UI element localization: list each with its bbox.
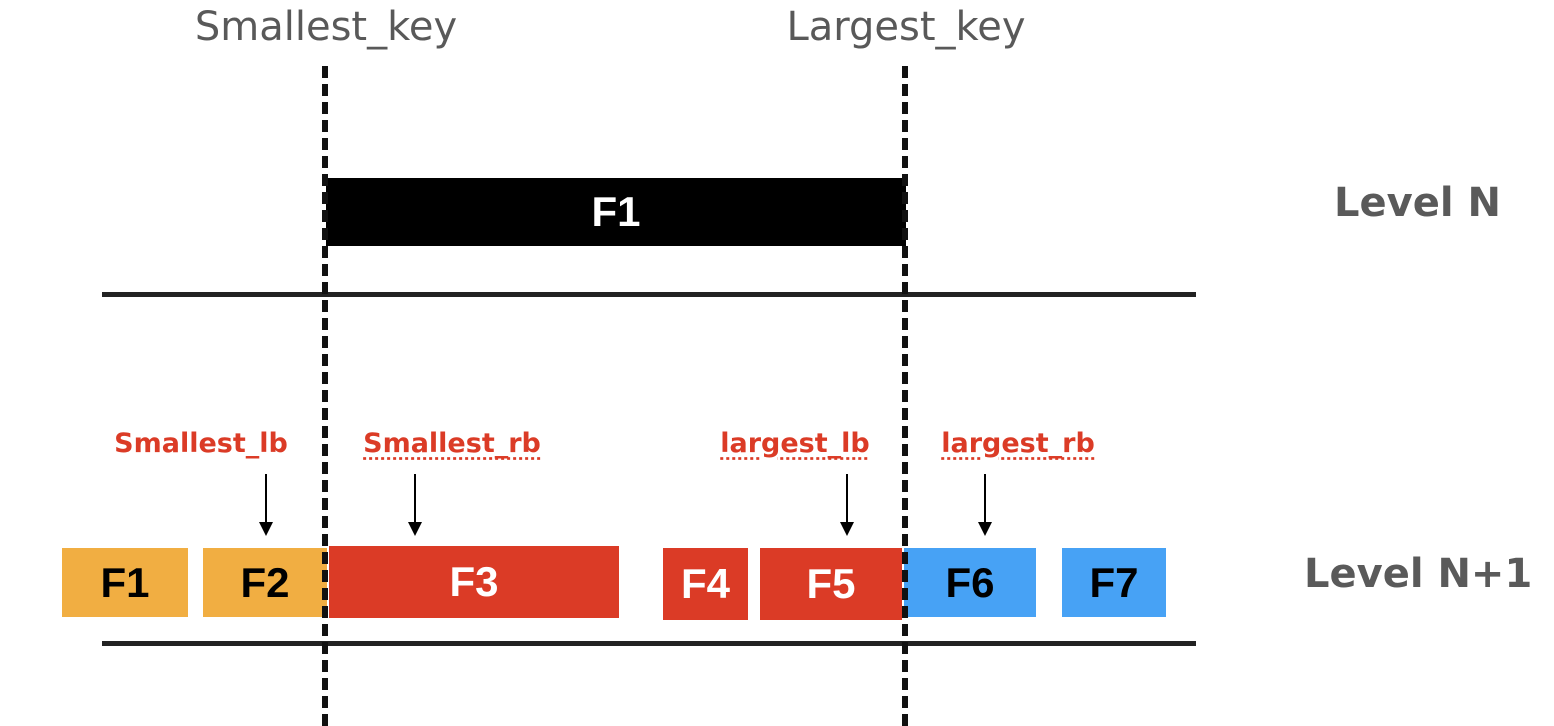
- level-n-separator: [102, 292, 1196, 297]
- level-n1-file-f4: F4: [663, 548, 748, 620]
- largest-lb-arrow-shaft: [846, 474, 848, 524]
- largest-rb-arrow-head: [978, 522, 992, 536]
- smallest-key-label: Smallest_key: [194, 4, 458, 50]
- smallest-lb-label: Smallest_lb: [114, 428, 288, 459]
- largest-lb-arrow-head: [840, 522, 854, 536]
- largest-rb-arrow-shaft: [984, 474, 986, 524]
- level-n1-file-f2: F2: [203, 548, 327, 617]
- level-n1-file-f1: F1: [62, 548, 188, 617]
- smallest-rb-arrow-head: [408, 522, 422, 536]
- largest-key-label: Largest_key: [786, 4, 1026, 50]
- largest-lb-label: largest_lb: [720, 428, 870, 459]
- level-n1-file-f3: F3: [329, 546, 619, 618]
- level-n-label: Level N: [1334, 180, 1501, 226]
- largest-rb-label: largest_rb: [941, 428, 1095, 459]
- level-n1-separator: [102, 641, 1196, 646]
- smallest-rb-arrow-shaft: [414, 474, 416, 524]
- level-n-file-f1: F1: [326, 178, 906, 246]
- smallest-lb-arrow-head: [259, 522, 273, 536]
- level-n1-file-f5: F5: [760, 548, 902, 620]
- smallest-key-guide: [322, 66, 328, 726]
- smallest-lb-arrow-shaft: [265, 474, 267, 524]
- smallest-rb-label: Smallest_rb: [363, 428, 541, 459]
- largest-key-guide: [902, 66, 908, 726]
- level-n1-file-f6: F6: [904, 548, 1036, 617]
- level-n1-label: Level N+1: [1304, 551, 1533, 597]
- level-n1-file-f7: F7: [1062, 548, 1166, 617]
